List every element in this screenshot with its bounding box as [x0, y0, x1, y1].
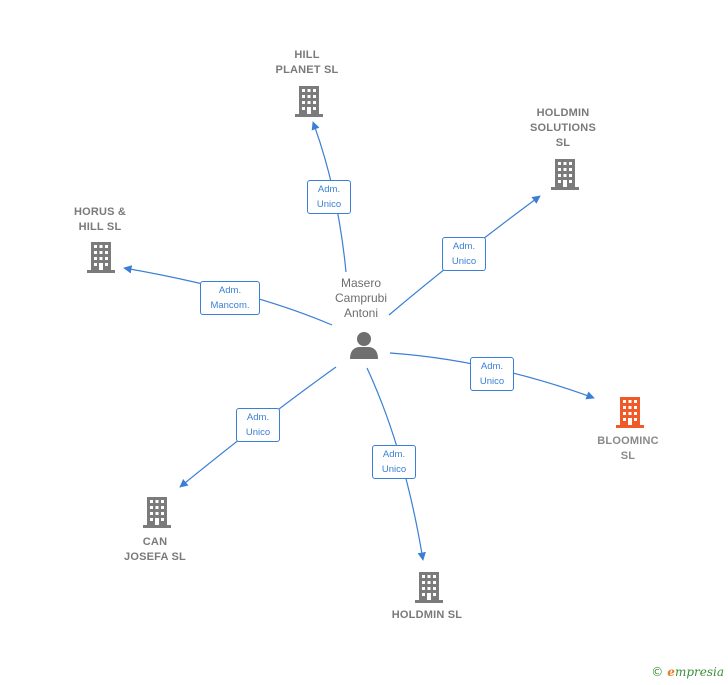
edge-label-horus-hill: Adm. Mancom. [200, 281, 260, 315]
building-icon[interactable] [140, 495, 174, 529]
copyright-icon: © [651, 665, 664, 679]
person-label[interactable]: Masero Camprubi Antoni [334, 276, 388, 320]
node-label-horus-hill[interactable]: HORUS & HILL SL [73, 206, 127, 233]
building-icon[interactable] [548, 157, 582, 191]
building-icon[interactable] [412, 570, 446, 604]
building-icon[interactable] [292, 84, 326, 118]
node-label-holdmin[interactable]: HOLDMIN SL [391, 609, 463, 621]
edge-label-bloominc: Adm. Unico [470, 357, 514, 391]
edge-label-holdmin-solutions: Adm. Unico [442, 237, 486, 271]
building-icon-highlighted[interactable] [613, 395, 647, 429]
brand-footer[interactable]: ©empresia [651, 665, 724, 679]
brand-name: mpresia [674, 665, 724, 679]
node-label-can-josefa[interactable]: CAN JOSEFA SL [124, 536, 186, 563]
edge-label-holdmin: Adm. Unico [372, 445, 416, 479]
node-label-hill-planet[interactable]: HILL PLANET SL [275, 49, 339, 76]
building-icon[interactable] [84, 240, 118, 274]
edge-label-can-josefa: Adm. Unico [236, 408, 280, 442]
edge-label-hill-planet: Adm. Unico [307, 180, 351, 214]
node-label-bloominc[interactable]: BLOOMINC SL [597, 435, 659, 462]
brand-initial: e [667, 665, 675, 679]
person-icon[interactable] [348, 330, 380, 360]
node-label-holdmin-solutions[interactable]: HOLDMIN SOLUTIONS SL [530, 107, 596, 149]
